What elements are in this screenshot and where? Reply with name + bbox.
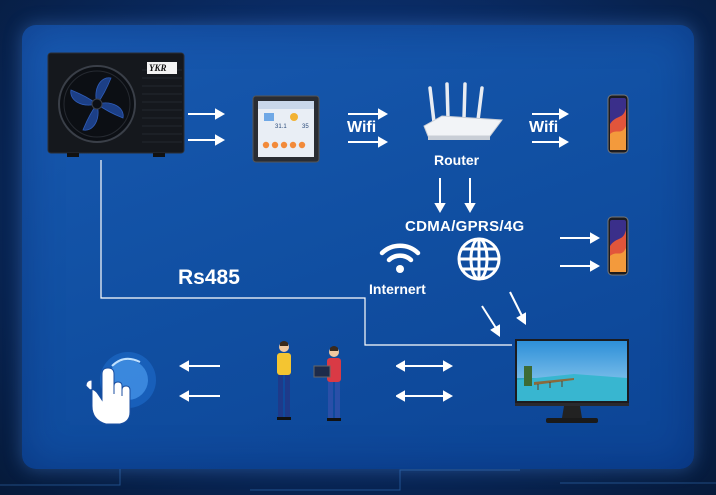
smartphone-2: [607, 216, 629, 276]
arrows-controller-to-router: [348, 108, 389, 148]
wifi-icon: [378, 240, 422, 276]
smartphone-1: [607, 94, 629, 154]
screen-value-2: 35: [302, 124, 309, 130]
wire-controller: 31.1 35: [252, 95, 320, 163]
brand-logo: YKR: [149, 63, 167, 73]
arrows-router-down: [434, 178, 476, 214]
network-label: CDMA/GPRS/4G: [405, 218, 525, 235]
computer-monitor: [514, 338, 630, 426]
arrows-to-touch: [178, 360, 220, 402]
screen-value-1: 31.1: [275, 124, 287, 130]
heat-pump-unit: YKR: [47, 52, 185, 158]
router-label: Router: [434, 152, 480, 168]
globe-icon: [456, 236, 502, 282]
arrows-pump-to-controller: [188, 108, 226, 146]
router: [420, 82, 504, 144]
users-illustration: [268, 340, 354, 424]
arrows-router-to-phone: [532, 108, 570, 148]
arrows-people-monitor: [396, 360, 454, 402]
touch-hand-icon: [72, 346, 162, 430]
wifi-label-2: Wifi: [529, 119, 559, 136]
wifi-label-1: Wifi: [347, 119, 377, 136]
rs485-label: Rs485: [178, 266, 240, 289]
internet-label: Internert: [369, 281, 426, 297]
arrows-network-to-phone: [560, 232, 601, 272]
arrows-to-monitor: [481, 291, 526, 337]
